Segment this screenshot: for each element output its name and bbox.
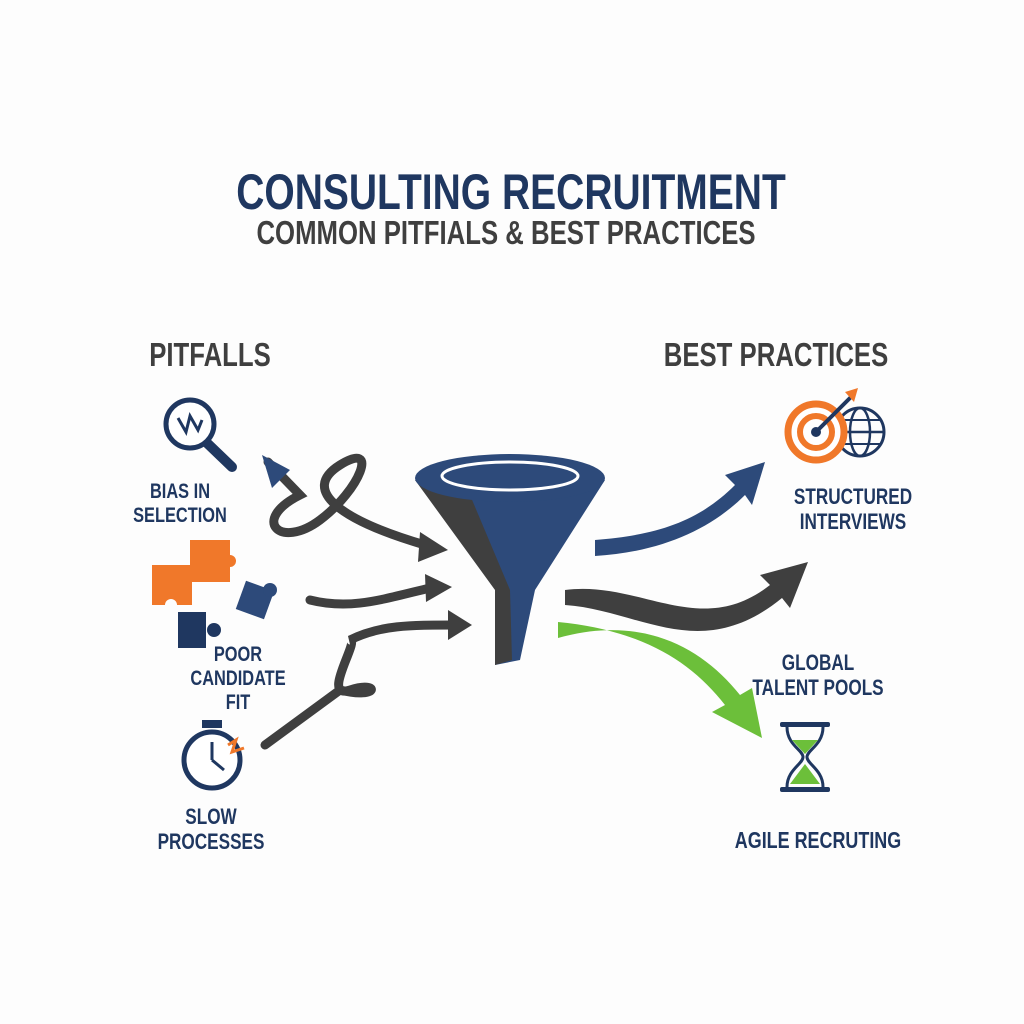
arrowhead (448, 610, 472, 640)
page-title: CONSULTING RECRUITMENT (236, 164, 786, 220)
puzzle-icon (152, 540, 277, 648)
arrowhead (418, 532, 448, 562)
pitfall-bias-label: BIAS IN SELECTION (133, 480, 227, 528)
label-line: SLOW (185, 804, 237, 829)
label-line: POOR (213, 643, 263, 666)
best-practices-heading: BEST PRACTICES (663, 336, 889, 373)
magnifier-icon (163, 397, 237, 472)
page-subtitle: COMMON PITFIALS & BEST PRACTICES (256, 214, 756, 251)
label-line: FIT (225, 691, 251, 715)
label-line: STRUCTURED (793, 484, 913, 509)
arrowhead (425, 574, 452, 602)
label-line: INTERVIEWS (799, 509, 907, 535)
practice-agile-label: AGILE RECRUTING (734, 827, 902, 853)
label-line: GLOBAL (781, 650, 855, 675)
label-line: TALENT POOLS (752, 675, 884, 701)
hourglass-icon (780, 722, 830, 792)
best-practice-arrows (558, 462, 808, 738)
pitfall-fit-label: POOR CANDIDATE FIT (190, 643, 285, 715)
target-globe-icon (784, 388, 886, 464)
label-line: BIAS IN (149, 480, 211, 503)
pitfall-arrows (260, 453, 460, 750)
label-line: PROCESSES (157, 829, 265, 855)
pitfall-slow-label: SLOW PROCESSES (158, 804, 265, 855)
practice-structured-label: STRUCTURED INTERVIEWS (794, 484, 912, 535)
label-line: SELECTION (133, 504, 227, 528)
practice-global-label: GLOBAL TALENT POOLS (752, 650, 883, 701)
label-line: CANDIDATE (190, 667, 286, 691)
stopwatch-icon (181, 720, 245, 791)
funnel-icon (415, 454, 605, 665)
pitfalls-heading: PITFALLS (149, 336, 271, 373)
arrowhead (262, 455, 290, 488)
